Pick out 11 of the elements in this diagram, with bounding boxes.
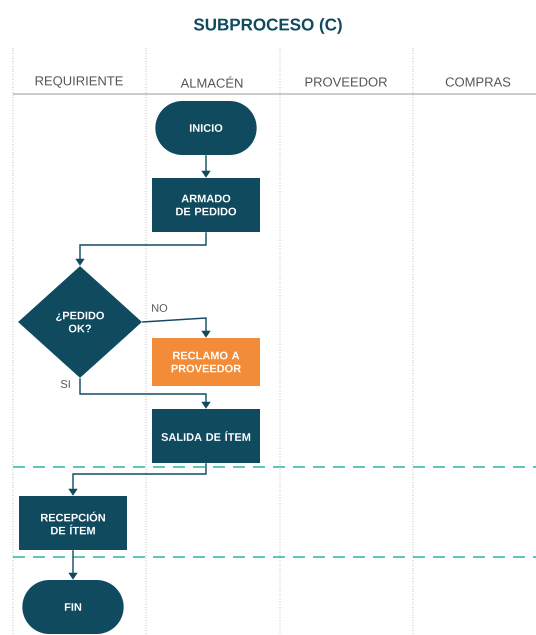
lane-header: REQUIRIENTE [36, 76, 123, 88]
lane-header: PROVEEDOR [306, 77, 387, 87]
process-box: RECEPCIÓN DE ÍTEM [19, 496, 127, 550]
lane-header: ALMACÉN [180, 76, 242, 88]
edge-label: NO [152, 304, 168, 312]
edge-label: SI [60, 380, 70, 388]
process-box: SALIDA DE ÍTEM [152, 409, 260, 463]
title: SUBPROCESO (C) [194, 18, 342, 34]
process-box: ARMADO DE PEDIDO [152, 178, 260, 232]
lane-header: COMPRAS [446, 77, 510, 87]
process-box: RECLAMO A PROVEEDOR [152, 338, 260, 386]
